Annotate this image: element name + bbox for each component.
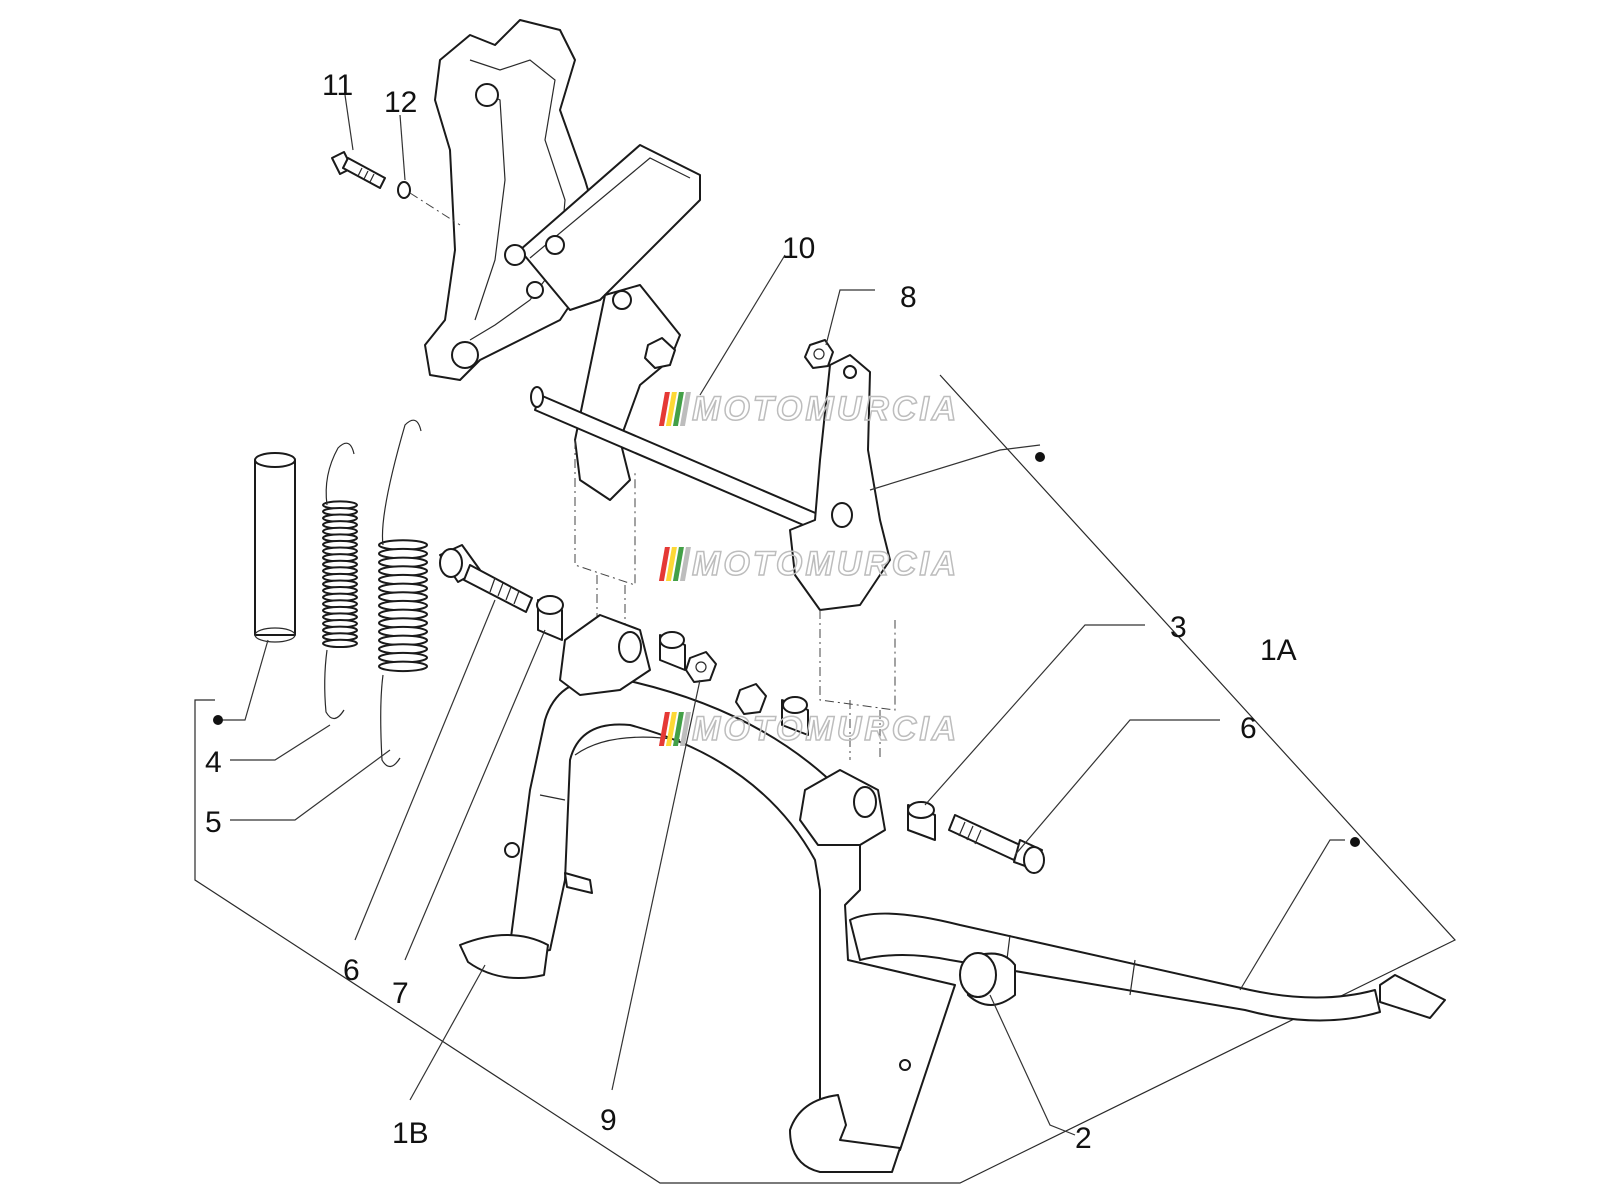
spring-pin-4 — [254, 452, 296, 643]
spring-large — [378, 419, 428, 768]
callout-7 — [404, 629, 546, 961]
spacer-3 — [907, 801, 936, 841]
callout-1A-upper — [869, 444, 1041, 491]
callout-1A-lever — [1239, 839, 1345, 991]
label-5: 5 — [205, 806, 222, 839]
watermark-stripe — [672, 547, 684, 581]
nut-9 — [685, 651, 717, 683]
dot-4 — [213, 715, 223, 725]
axis-line-a — [574, 440, 636, 586]
pivot-plate-right — [789, 354, 891, 611]
spring-coil — [378, 660, 428, 673]
watermark-3: MOTOMURCIA — [658, 709, 959, 749]
axis-line-c — [819, 610, 896, 711]
nut-8 — [804, 339, 834, 369]
spring-hook-top — [381, 419, 422, 546]
watermark-stripe — [672, 712, 684, 746]
label-2: 2 — [1075, 1122, 1092, 1155]
watermark-text: MOTOMURCIA — [692, 710, 959, 748]
spring-hook-bottom — [324, 649, 345, 720]
label-3: 3 — [1170, 611, 1187, 644]
bolt-6-right — [948, 814, 1045, 874]
stand-ear-left — [559, 614, 651, 696]
label-6-right: 6 — [1240, 712, 1257, 745]
pivot-plate-left — [574, 284, 681, 501]
spring-hook-bottom — [380, 674, 401, 768]
spacer-mid-upper — [659, 631, 686, 671]
watermark-2: MOTOMURCIA — [658, 544, 959, 584]
dot-1A-upper — [1035, 452, 1045, 462]
label-1A: 1A — [1260, 634, 1297, 667]
watermark-stripe — [679, 712, 691, 746]
callout-3 — [924, 624, 1145, 806]
label-9: 9 — [600, 1104, 617, 1137]
watermark-1: MOTOMURCIA — [658, 389, 959, 429]
label-7: 7 — [392, 977, 409, 1010]
watermark-text: MOTOMURCIA — [692, 390, 959, 428]
label-8: 8 — [900, 281, 917, 314]
watermark-stripe — [658, 712, 670, 746]
label-6-left: 6 — [343, 954, 360, 987]
label-1B: 1B — [392, 1117, 429, 1150]
nut-mid-lower — [735, 683, 767, 715]
watermark-stripe — [658, 547, 670, 581]
callout-11 — [344, 94, 354, 151]
callout-8 — [825, 289, 875, 346]
callout-2 — [989, 994, 1076, 1136]
label-11: 11 — [322, 69, 353, 102]
watermark-stripe — [679, 547, 691, 581]
spring-hook-top — [325, 442, 355, 506]
axis-line-d — [849, 700, 881, 760]
bolt-11 — [331, 151, 386, 189]
label-12: 12 — [384, 86, 417, 119]
group-boundary — [194, 374, 1456, 1184]
callout-4 — [230, 724, 331, 761]
washer-12 — [397, 181, 411, 199]
spacer-mid-lower — [781, 696, 809, 736]
spacer-7 — [536, 595, 564, 641]
callout-1B — [409, 964, 486, 1101]
callout-4-pin — [218, 639, 269, 721]
callout-12 — [399, 114, 406, 181]
watermark-text: MOTOMURCIA — [692, 545, 959, 583]
frame-bracket — [424, 19, 701, 381]
watermark-stripe — [672, 392, 684, 426]
watermark-stripe — [665, 547, 677, 581]
rubber-stop-2 — [959, 952, 1016, 1006]
callout-9 — [611, 679, 701, 1091]
watermark-stripe — [658, 392, 670, 426]
dot-1A-lever — [1350, 837, 1360, 847]
callout-6-left — [354, 599, 496, 941]
label-4: 4 — [205, 746, 222, 779]
callout-10 — [699, 254, 786, 396]
label-10: 10 — [782, 232, 815, 265]
callout-5 — [230, 749, 391, 821]
bolt-6-left — [439, 544, 533, 613]
spring-small — [322, 442, 358, 720]
watermark-stripe — [679, 392, 691, 426]
callout-6-right — [1014, 719, 1220, 856]
watermark-stripe — [665, 712, 677, 746]
watermark-stripe — [665, 392, 677, 426]
spring-coil — [322, 638, 358, 649]
stand-ear-right — [799, 769, 886, 846]
center-stand — [459, 677, 1446, 1173]
